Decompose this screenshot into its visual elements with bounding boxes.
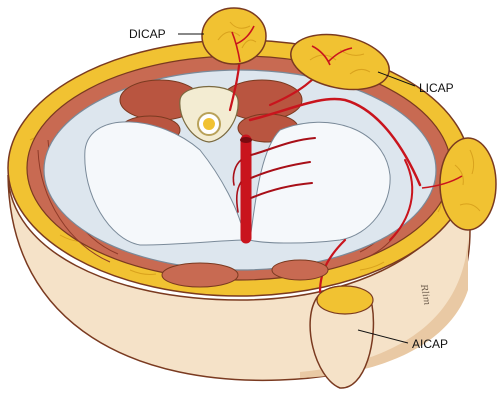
label-dicap: DICAP — [129, 27, 166, 41]
leader-lines — [178, 33, 416, 344]
rectus-muscle-right — [271, 259, 329, 281]
licap-flap — [290, 33, 390, 91]
aorta-and-branches — [228, 48, 422, 294]
artist-signature: Rlim — [418, 283, 432, 306]
dicap-flap — [201, 7, 267, 65]
spinal-cord — [203, 118, 215, 130]
label-aicap: AICAP — [412, 337, 448, 351]
aicap-flap — [309, 285, 375, 389]
aorta-top — [240, 137, 252, 143]
lateral-flap — [421, 137, 497, 231]
aicap-leader — [357, 329, 409, 344]
rectus-muscle-left — [161, 262, 239, 288]
licap-leader — [377, 71, 416, 87]
label-licap: LICAP — [419, 81, 454, 95]
abdominal-cavity-right — [249, 121, 391, 244]
